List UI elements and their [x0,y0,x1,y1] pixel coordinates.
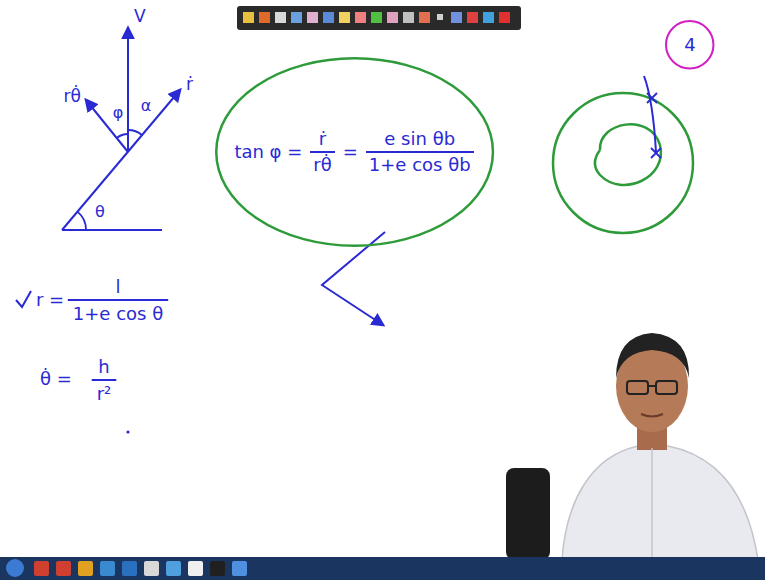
taskbar-icon [188,561,203,576]
toolbar-icon [339,12,350,23]
slide-number-circle: 4 [665,20,714,69]
radial-vector [62,90,180,230]
node-outline-shape [666,21,713,68]
formula-text: rθ̇ [313,154,331,176]
toolbar-icon [387,12,398,23]
equation-text: θ̇ = [40,368,72,390]
presenter-mouth [641,414,663,417]
ink-dot [126,430,129,433]
fraction: ṙ rθ̇ [310,128,334,175]
vector-label: ṙ [186,74,193,94]
taskbar-icon [100,561,115,576]
angle-label: α [141,96,152,115]
toolbar-icon [483,12,494,23]
equation-text: r = [36,289,64,311]
vector-label: V [134,6,146,26]
formula-text: tan φ = [234,141,302,163]
shirt-placket [651,448,653,560]
toolbar-icon [437,14,443,20]
toolbar-icon [291,12,302,23]
toolbar-icon [419,12,430,23]
taskbar [0,557,765,580]
toolbar [237,6,521,30]
equation-text: h [98,356,109,378]
taskbar-icon [210,561,225,576]
presenter-shirt [562,446,758,560]
transverse-vector [86,100,128,152]
outer-orbit [553,93,693,233]
toolbar-icon [403,12,414,23]
start-button [6,559,24,577]
toolbar-icon [371,12,382,23]
fraction-bar [92,379,117,381]
taskbar-icon [56,561,71,576]
vector-label: rθ̇ [64,86,81,106]
formula-text: = [343,141,358,163]
formula-text: e sin θb [384,128,455,150]
formula-text: 4 [684,34,695,56]
toolbar-icon [307,12,318,23]
fraction: e sin θb 1+e cos θb [366,128,474,175]
fraction-bar [366,151,474,153]
formula-ellipse: tan φ = ṙ rθ̇ = e sin θb 1+e cos θb [215,57,494,247]
angle-arc [117,134,128,138]
angle-label: φ [113,103,124,122]
burn-mark [647,93,657,103]
presenter-glasses [627,381,648,394]
angle-label: θ [95,202,105,221]
taskbar-icon [144,561,159,576]
text-row: 4 [681,34,698,56]
equation-text: l [115,276,120,298]
chair [506,468,550,560]
angle-arc [128,130,142,135]
equation-text: r² [97,383,112,405]
transfer-path [644,76,656,152]
fraction-bar [68,299,168,301]
toolbar-icon [499,12,510,23]
angle-arc [78,212,87,230]
text-row: tan φ = ṙ rθ̇ = e sin θb 1+e cos θb [231,128,478,175]
inner-orbit [595,124,661,185]
formula-text: ṙ [319,128,326,150]
taskbar-icon [34,561,49,576]
fraction-bar [310,151,334,153]
formula-text: 1+e cos θb [369,154,471,176]
taskbar-icon [122,561,137,576]
presenter-glasses [656,381,677,394]
toolbar-icon [243,12,254,23]
presenter-glasses [648,385,656,387]
check-mark [16,291,31,307]
toolbar-icon [355,12,366,23]
taskbar-icon [78,561,93,576]
toolbar-icon [451,12,462,23]
burn-mark [651,148,661,158]
toolbar-icon [275,12,286,23]
equation-text: 1+e cos θ [73,303,163,325]
reference-line [62,229,162,231]
node-outline-shape [217,58,494,246]
toolbar-icon [467,12,478,23]
taskbar-icon [166,561,181,576]
taskbar-icon [232,561,247,576]
presenter-hair [616,333,689,378]
toolbar-icon [323,12,334,23]
toolbar-icon [259,12,270,23]
